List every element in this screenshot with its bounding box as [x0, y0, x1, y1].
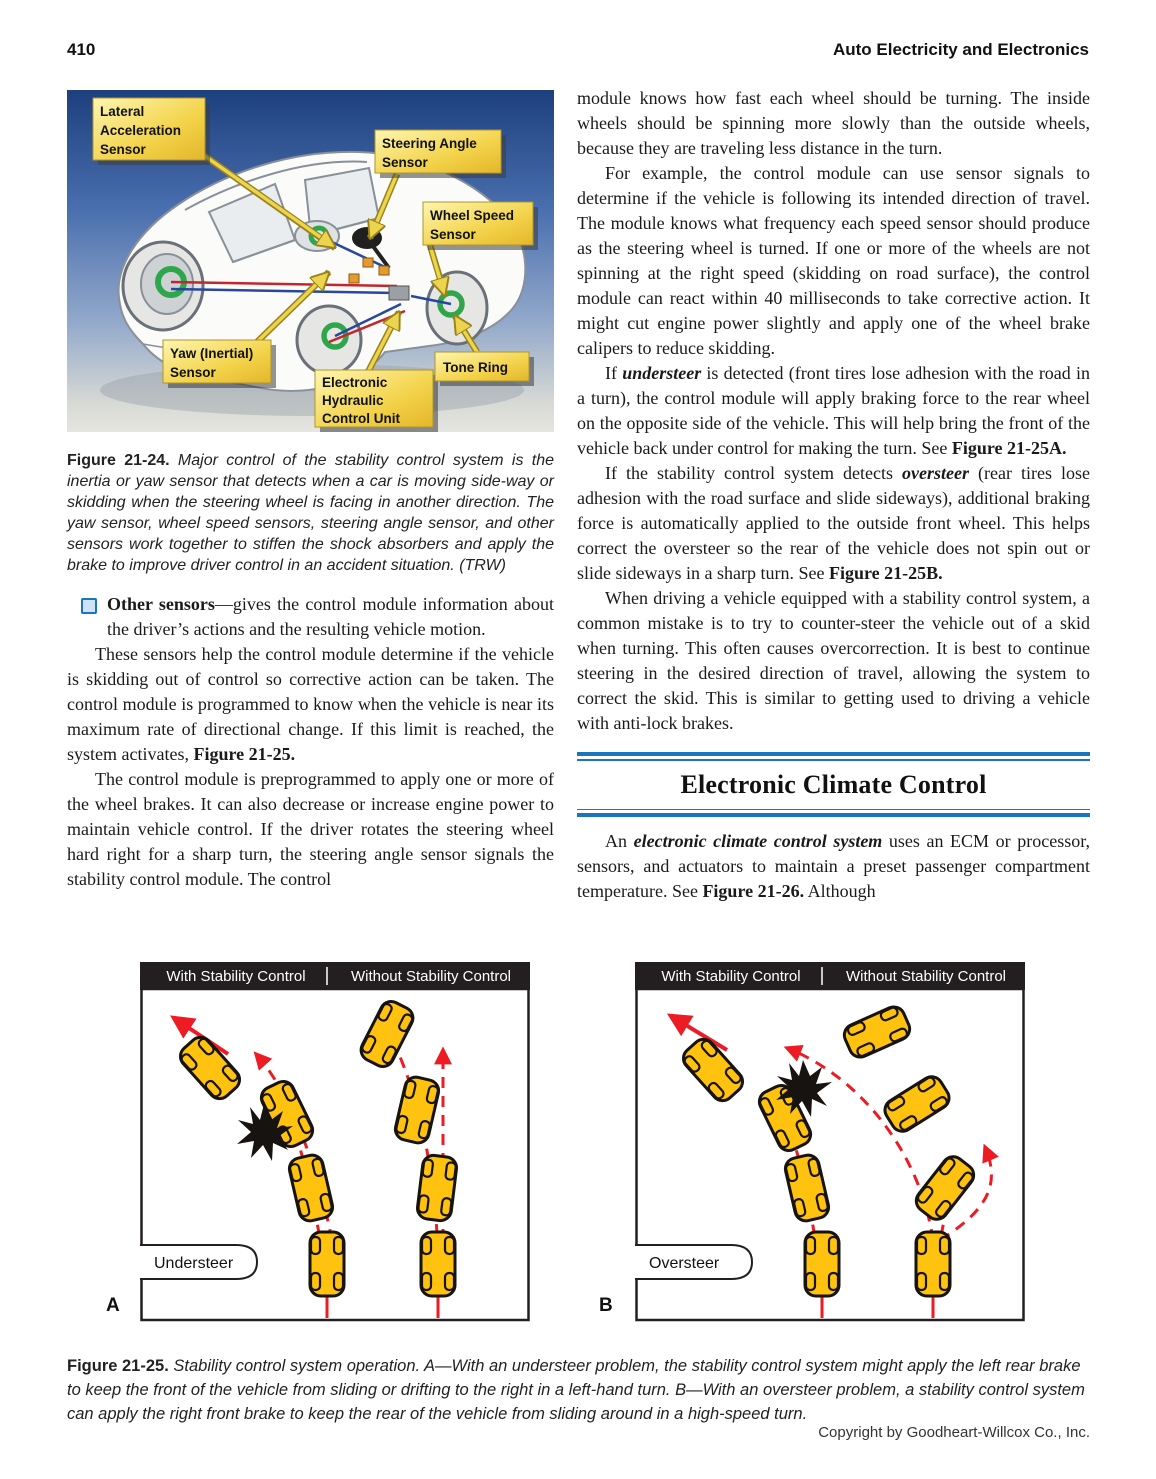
running-head: 410 Auto Electricity and Electronics — [67, 40, 1089, 60]
section-title: Electronic Climate Control — [680, 769, 987, 799]
panel-header-bar — [635, 962, 1025, 990]
running-head-title: Auto Electricity and Electronics — [832, 40, 1089, 59]
panel-header-left-label: With Stability Control — [661, 968, 800, 985]
bullet-item-other-sensors: Other sensors—gives the control module i… — [67, 592, 554, 642]
svg-text:Tone Ring: Tone Ring — [443, 360, 508, 375]
panel-letter-a: A — [106, 1295, 120, 1316]
callout-boxes: Lateral Acceleration Sensor Steering Ang… — [92, 97, 538, 432]
paragraph: When driving a vehicle equipped with a s… — [577, 588, 1090, 733]
paragraph: These sensors help the control module de… — [67, 644, 554, 764]
figure-21-25-panel-a: With Stability Control Without Stability… — [140, 962, 530, 1322]
left-column: Lateral Acceleration Sensor Steering Ang… — [67, 90, 554, 892]
svg-text:Hydraulic: Hydraulic — [322, 393, 384, 408]
corrected-path-arrow — [666, 1013, 729, 1052]
figure-21-25-panel-b: With Stability Control Without Stability… — [635, 962, 1025, 1322]
bullet-item-text: Other sensors—gives the control module i… — [107, 594, 554, 639]
understeer-label: Understeer — [140, 1244, 259, 1280]
panel-header-bar — [140, 962, 530, 990]
svg-text:Steering Angle: Steering Angle — [382, 136, 477, 151]
paragraph: If the stability control system detects … — [577, 463, 1090, 583]
svg-text:Sensor: Sensor — [170, 365, 217, 380]
callout-arrows — [200, 151, 480, 372]
panel-header-right-label: Without Stability Control — [846, 968, 1006, 985]
panel-letter-b: B — [599, 1295, 613, 1316]
svg-text:Oversteer: Oversteer — [649, 1255, 720, 1272]
paragraph: The control module is preprogrammed to a… — [67, 769, 554, 889]
right-column: module knows how fast each wheel should … — [577, 86, 1090, 904]
copyright-line: Copyright by Goodheart-Willcox Co., Inc. — [818, 1424, 1090, 1441]
svg-text:Sensor: Sensor — [430, 227, 477, 242]
section-heading-block: Electronic Climate Control — [577, 752, 1090, 817]
figure-21-24-image: Lateral Acceleration Sensor Steering Ang… — [67, 90, 554, 432]
svg-text:Sensor: Sensor — [382, 155, 429, 170]
svg-text:Sensor: Sensor — [100, 142, 147, 157]
svg-text:Yaw (Inertial): Yaw (Inertial) — [170, 346, 253, 361]
heading-rule-top-light — [577, 759, 1090, 761]
svg-text:Electronic: Electronic — [322, 375, 388, 390]
svg-text:Acceleration: Acceleration — [100, 123, 181, 138]
heading-rule-bottom-heavy — [577, 813, 1090, 817]
svg-text:Understeer: Understeer — [154, 1255, 234, 1272]
sensor-parts — [348, 257, 390, 284]
panel-header-right-label: Without Stability Control — [351, 968, 511, 985]
list-bullet-icon — [81, 598, 97, 614]
figure-21-24-caption: Figure 21-24. Major control of the stabi… — [67, 452, 555, 574]
svg-text:Control Unit: Control Unit — [322, 411, 400, 426]
figure-21-25-caption: Figure 21-25. Stability control system o… — [67, 1356, 1085, 1423]
heading-rule-top-heavy — [577, 752, 1090, 756]
paragraph: An electronic climate control system use… — [577, 831, 1090, 901]
label-yaw-inertial-sensor: Yaw (Inertial) Sensor — [162, 339, 276, 388]
label-electronic-hydraulic-control-unit: Electronic Hydraulic Control Unit — [314, 369, 438, 432]
paragraph: If understeer is detected (front tires l… — [577, 363, 1090, 458]
page-number: 410 — [67, 40, 96, 59]
spin-path-arrow — [939, 1143, 999, 1242]
label-lateral-acceleration-sensor: Lateral Acceleration Sensor — [92, 97, 210, 165]
oversteer-label: Oversteer — [635, 1244, 754, 1280]
paragraph: For example, the control module can use … — [577, 163, 1090, 358]
panel-header-left-label: With Stability Control — [166, 968, 305, 985]
svg-text:Wheel Speed: Wheel Speed — [430, 208, 514, 223]
label-wheel-speed-sensor: Wheel Speed Sensor — [422, 201, 538, 250]
heading-rule-bottom-light — [577, 808, 1090, 810]
control-unit-part — [388, 285, 410, 301]
svg-text:Lateral: Lateral — [100, 104, 144, 119]
paragraph: module knows how fast each wheel should … — [577, 88, 1090, 158]
label-steering-angle-sensor: Steering Angle Sensor — [374, 129, 506, 178]
label-tone-ring: Tone Ring — [434, 351, 534, 386]
